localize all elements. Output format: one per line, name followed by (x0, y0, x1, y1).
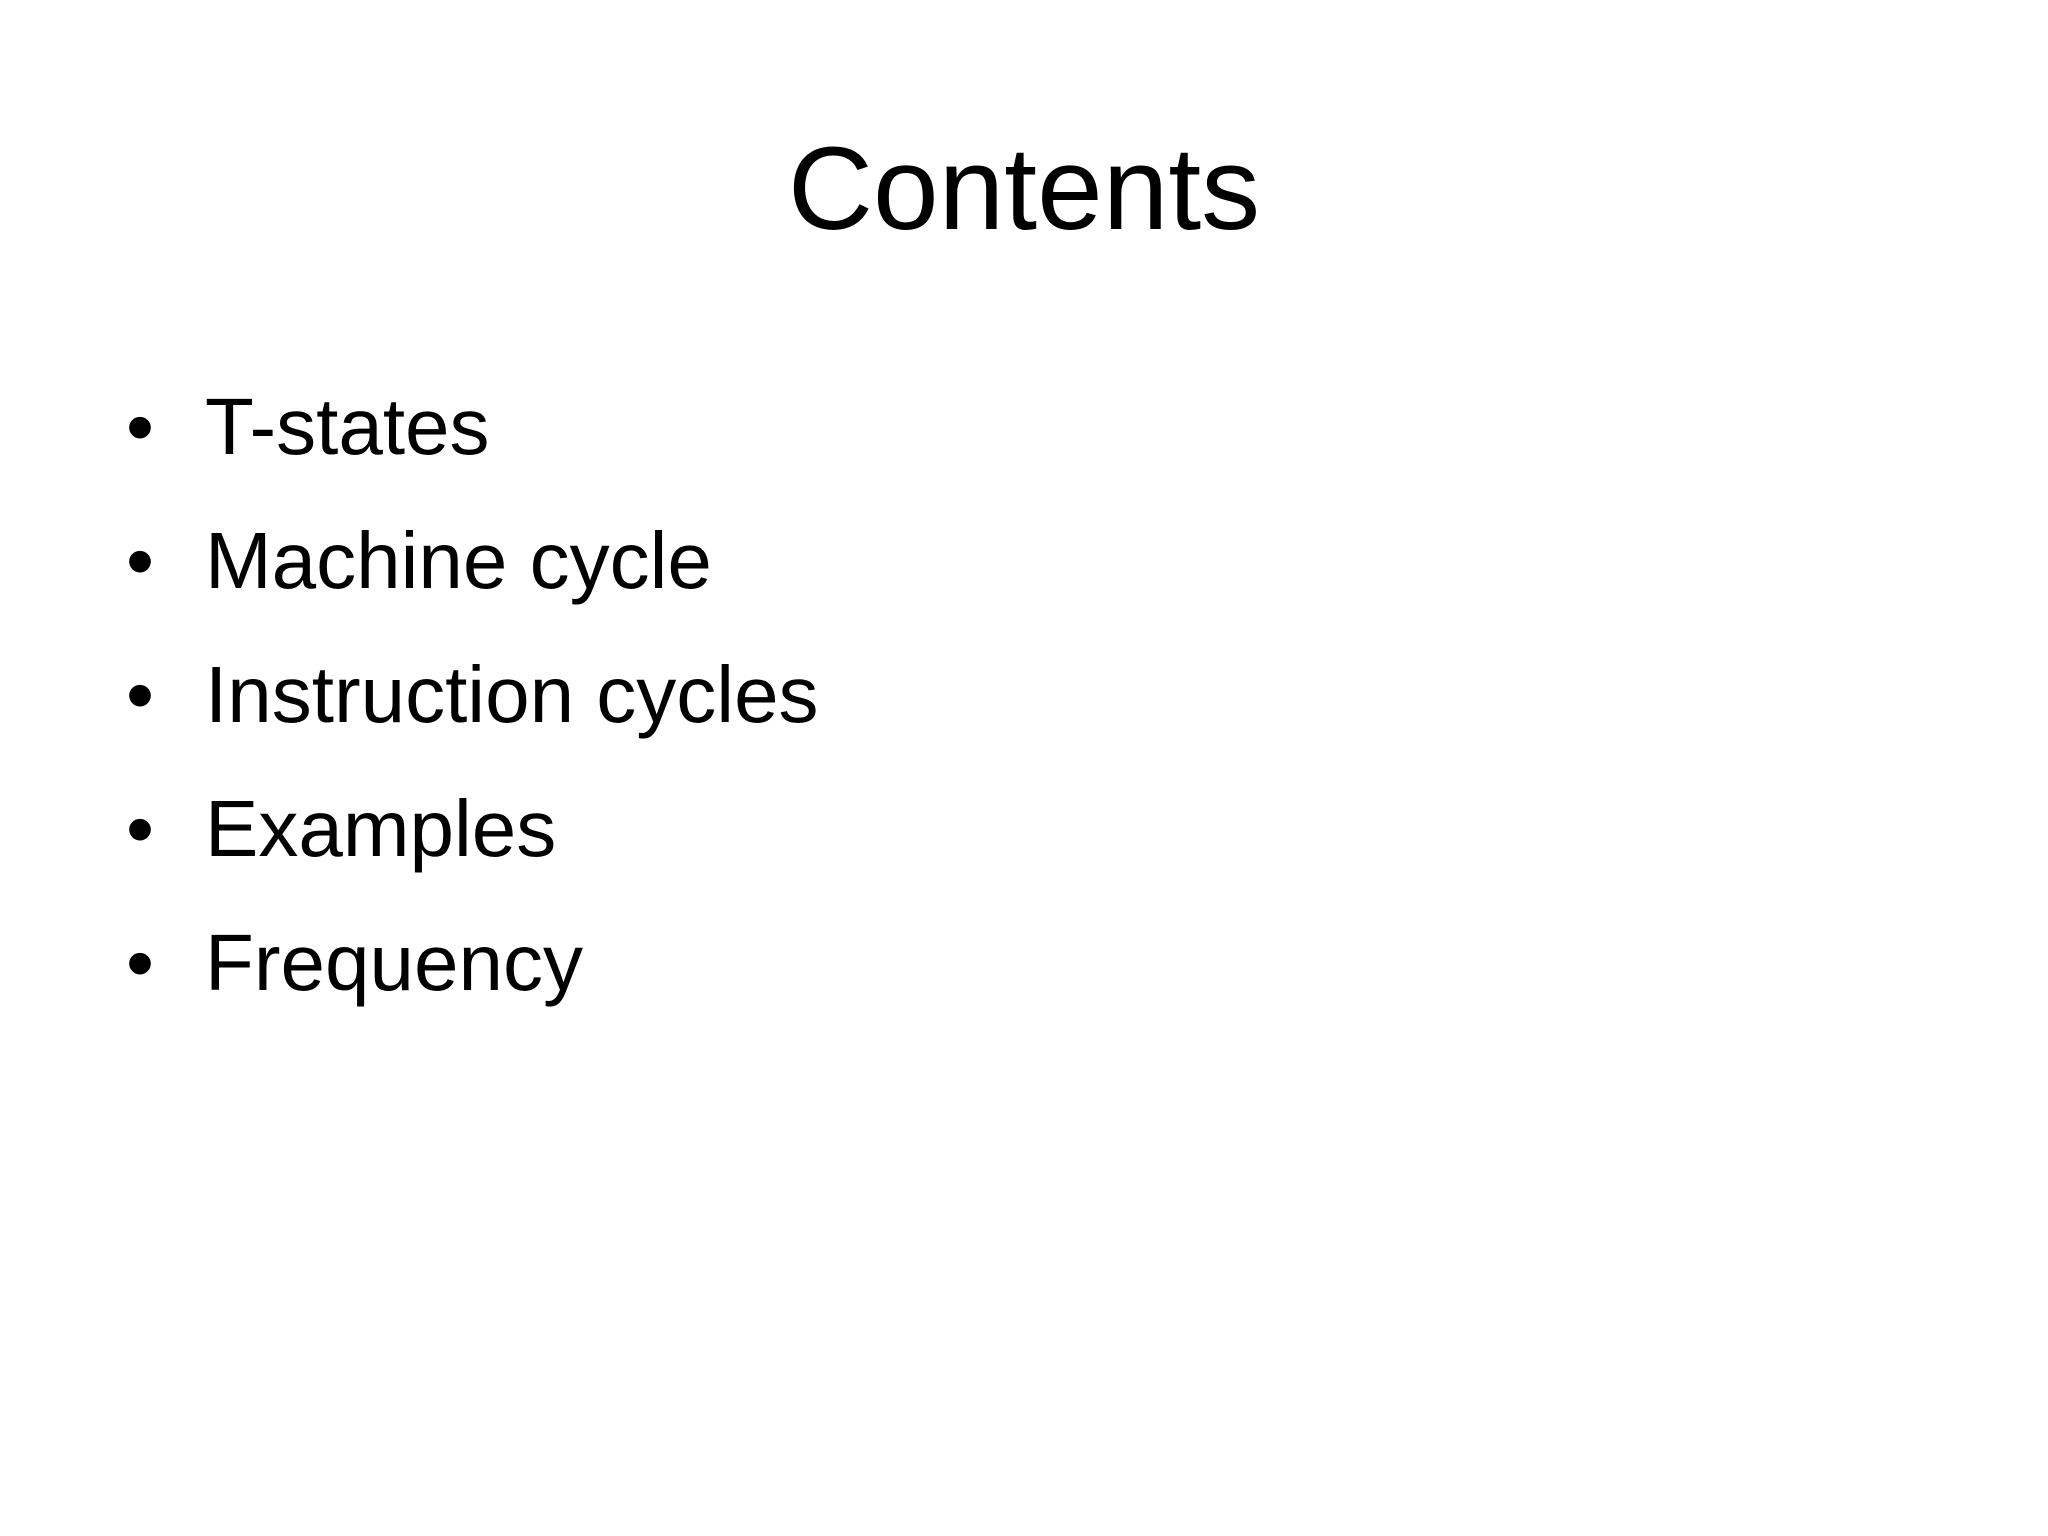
bullet-item-label: Examples (205, 784, 557, 873)
list-item: • Machine cycle (126, 494, 819, 628)
list-item: • Frequency (126, 896, 819, 1030)
bullet-item-label: Instruction cycles (205, 650, 819, 739)
list-item: • Examples (126, 762, 819, 896)
bullet-marker: • (126, 784, 155, 873)
bullet-marker: • (126, 382, 155, 471)
bullet-marker: • (126, 516, 155, 605)
bullet-marker: • (126, 918, 155, 1007)
bullet-marker: • (126, 650, 155, 739)
bullet-item-label: T-states (205, 382, 490, 471)
list-item: • Instruction cycles (126, 628, 819, 762)
bullet-list: • T-states • Machine cycle • Instruction… (126, 360, 819, 1030)
bullet-item-label: Machine cycle (205, 516, 712, 605)
list-item: • T-states (126, 360, 819, 494)
slide-title: Contents (787, 123, 1261, 255)
bullet-item-label: Frequency (205, 918, 583, 1007)
